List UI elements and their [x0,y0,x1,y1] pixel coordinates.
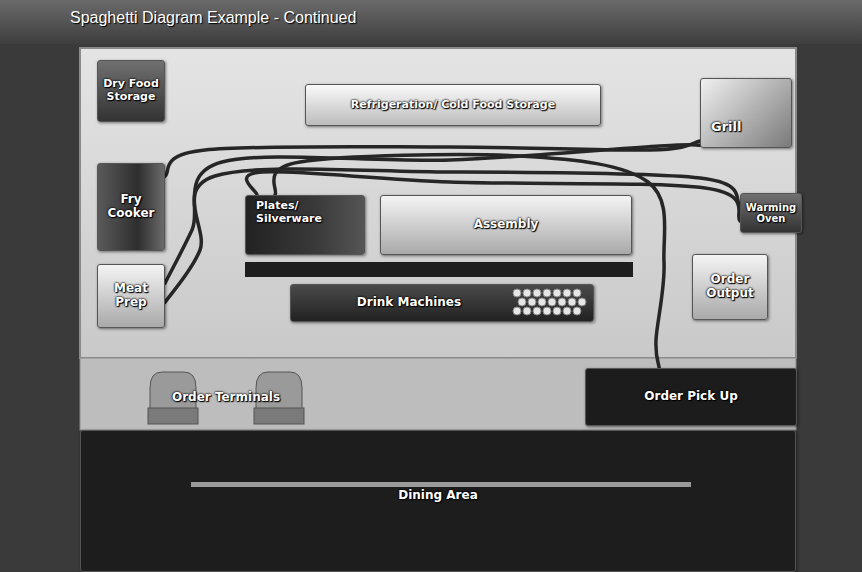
dining-area: Dining Area [80,430,796,572]
dining-divider [191,482,691,487]
node-label: Refrigeration/ Cold Food Storage [351,99,555,112]
prep-box: Meat Prep [97,264,165,328]
assembly-box: Assembly [380,195,632,255]
output-box: Order Output [692,254,768,320]
node-label: Warming Oven [744,202,798,225]
walk-line [274,155,665,368]
terminal-seat [148,372,304,424]
node-label: Order Terminals [172,391,280,405]
node-label: Order Pick Up [644,390,737,404]
fryer-box: Fry Cooker [97,163,165,251]
walk-line [165,145,700,284]
diagram-title: Spaghetti Diagram Example - Continued [70,9,356,27]
walk-line [165,141,700,176]
node-label: Grill [711,120,741,135]
terminal-area: Order Terminals [145,368,307,428]
plates-box: Plates/ Silverware [245,195,365,255]
counter-bar [245,262,633,277]
grill-box: Grill [700,78,792,148]
walk-path [165,169,740,303]
walk-path [165,145,700,284]
front-counter [80,358,796,430]
node-label: Order Output [697,273,763,301]
storage-box: Dry Food Storage [97,60,165,122]
node-label: Drink Machines [357,296,461,310]
node-label: Dining Area [398,489,477,503]
kitchen-floor [80,48,796,358]
node-label: Assembly [474,218,539,232]
node-label: Fry Cooker [102,193,160,221]
node-label: Plates/ Silverware [256,200,358,225]
walk-path [274,155,665,368]
title-band [0,0,862,44]
node-label: Dry Food Storage [102,78,160,103]
walk-line [165,169,740,303]
oven-box: Warming Oven [740,193,802,233]
fridge-box: Refrigeration/ Cold Food Storage [305,84,601,126]
node-label: Meat Prep [102,282,160,310]
drink-box: Drink Machines [290,284,594,322]
walk-path [165,141,700,176]
pickup-box: Order Pick Up [585,368,797,426]
